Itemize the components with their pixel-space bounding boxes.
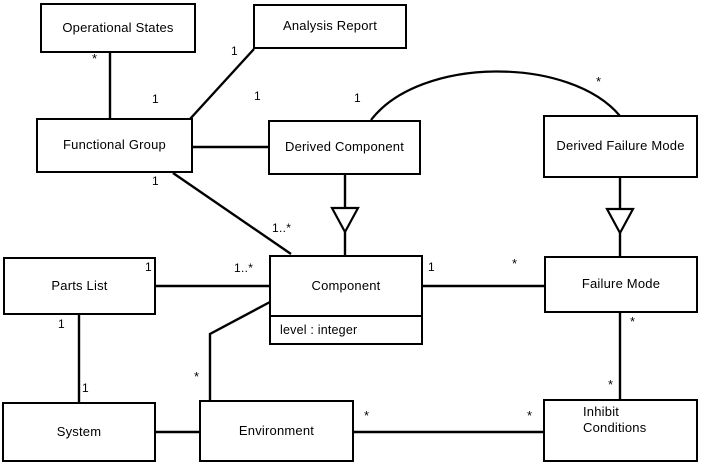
multiplicity-parts-list-bottom-end: 1 xyxy=(58,317,65,331)
class-box-derived-component[interactable]: Derived Component xyxy=(268,120,421,175)
multiplicity-inhibit-conditions-top-end: * xyxy=(608,377,614,392)
class-box-component[interactable]: Component level : integer xyxy=(269,255,423,345)
multiplicity-inhibit-conditions-left-end: * xyxy=(527,408,533,423)
class-name-inhibit-conditions-line-2: Conditions xyxy=(583,420,647,436)
multiplicity-failure-mode-left-end: * xyxy=(512,256,518,271)
class-name-failure-mode: Failure Mode xyxy=(581,276,661,292)
class-name-operational-states: Operational States xyxy=(62,19,174,35)
class-box-system[interactable]: System xyxy=(2,402,156,462)
multiplicity-environment-right-end: * xyxy=(364,408,370,423)
connector-derived-component-derived-failure-mode xyxy=(370,70,621,121)
class-name-derived-component: Derived Component xyxy=(284,139,405,155)
connector-functional-group-analysis-report xyxy=(189,48,255,120)
multiplicity-arc-near-derived-component: 1 xyxy=(354,91,361,105)
multiplicity-arc-near-derived-failure-mode: * xyxy=(596,74,602,89)
class-box-operational-states[interactable]: Operational States xyxy=(40,3,196,53)
class-box-analysis-report[interactable]: Analysis Report xyxy=(253,4,407,49)
class-name-environment: Environment xyxy=(238,422,315,438)
class-box-inhibit-conditions[interactable]: Inhibit Conditions xyxy=(543,399,698,462)
connector-functional-group-component xyxy=(172,172,292,255)
generalization-triangle-derived-failure-mode xyxy=(605,207,635,236)
multiplicity-functional-group-analysis-report-near-report: 1 xyxy=(231,44,238,58)
class-box-environment[interactable]: Environment xyxy=(199,400,354,462)
multiplicity-system-top-end: 1 xyxy=(82,381,89,395)
class-box-functional-group[interactable]: Functional Group xyxy=(36,118,193,173)
connector-component-environment xyxy=(208,300,271,400)
multiplicity-parts-list-component-near-component: 1..* xyxy=(234,261,254,275)
multiplicity-derived-component-left-end: 1 xyxy=(254,89,261,103)
class-name-inhibit-conditions-line-1: Inhibit xyxy=(583,404,620,419)
class-name-inhibit-conditions: Inhibit Conditions xyxy=(545,401,696,460)
class-name-component: Component xyxy=(311,277,381,293)
multiplicity-environment-component-end: * xyxy=(194,369,200,384)
multiplicity-functional-group-component-near-component: 1..* xyxy=(272,221,292,235)
multiplicity-component-right-end: 1 xyxy=(428,260,435,274)
multiplicity-functional-group-analysis-report-near-group: 1 xyxy=(152,92,159,106)
multiplicity-parts-list-right-end: 1 xyxy=(145,260,152,274)
class-name-functional-group: Functional Group xyxy=(63,137,166,153)
class-box-parts-list[interactable]: Parts List xyxy=(3,257,156,315)
class-name-analysis-report: Analysis Report xyxy=(282,18,378,34)
class-name-system: System xyxy=(56,423,102,439)
class-box-derived-failure-mode[interactable]: Derived Failure Mode xyxy=(543,115,698,178)
class-name-derived-failure-mode: Derived Failure Mode xyxy=(556,138,685,154)
class-box-failure-mode[interactable]: Failure Mode xyxy=(544,256,698,313)
class-name-parts-list: Parts List xyxy=(51,277,108,293)
class-attribute-component-level: level : integer xyxy=(271,315,421,343)
generalization-triangle-derived-component xyxy=(330,206,360,235)
multiplicity-failure-mode-bottom-end: * xyxy=(630,314,636,329)
multiplicity-operational-states-end: * xyxy=(92,51,98,66)
multiplicity-functional-group-component-near-group: 1 xyxy=(152,174,159,188)
